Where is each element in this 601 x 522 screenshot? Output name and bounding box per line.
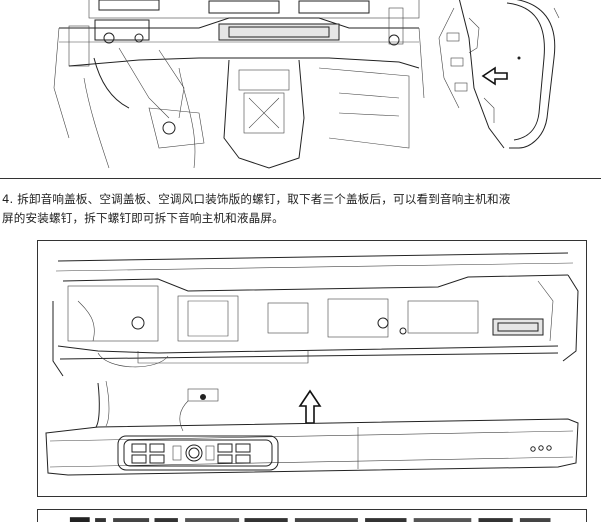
instruction-line-2: 屏的安装螺钉，拆下螺钉即可拆下音响主机和液晶屏。: [2, 211, 284, 225]
instruction-text: 4. 拆卸音响盖板、空调盖板、空调风口装饰版的螺钉，取下者三个盖板后，可以看到音…: [2, 190, 600, 228]
arrow-left-icon: [481, 66, 508, 86]
instruction-line-1: 4. 拆卸音响盖板、空调盖板、空调风口装饰版的螺钉，取下者三个盖板后，可以看到音…: [2, 192, 511, 206]
audio-trim-panel: [45, 380, 579, 476]
note-box: [37, 509, 587, 522]
audio-panel-drawing-svg: [45, 252, 579, 476]
note-box-text-strip: [69, 517, 551, 522]
dashboard-frame-view: [52, 252, 579, 377]
dashboard-drawing-svg: [53, 0, 560, 169]
dashboard-side-view: [438, 0, 560, 149]
dashboard-diagram-bottom: [37, 240, 587, 497]
dashboard-front-view: [53, 0, 425, 169]
arrow-up-icon: [298, 389, 322, 424]
dashboard-diagram-top: [0, 0, 601, 179]
